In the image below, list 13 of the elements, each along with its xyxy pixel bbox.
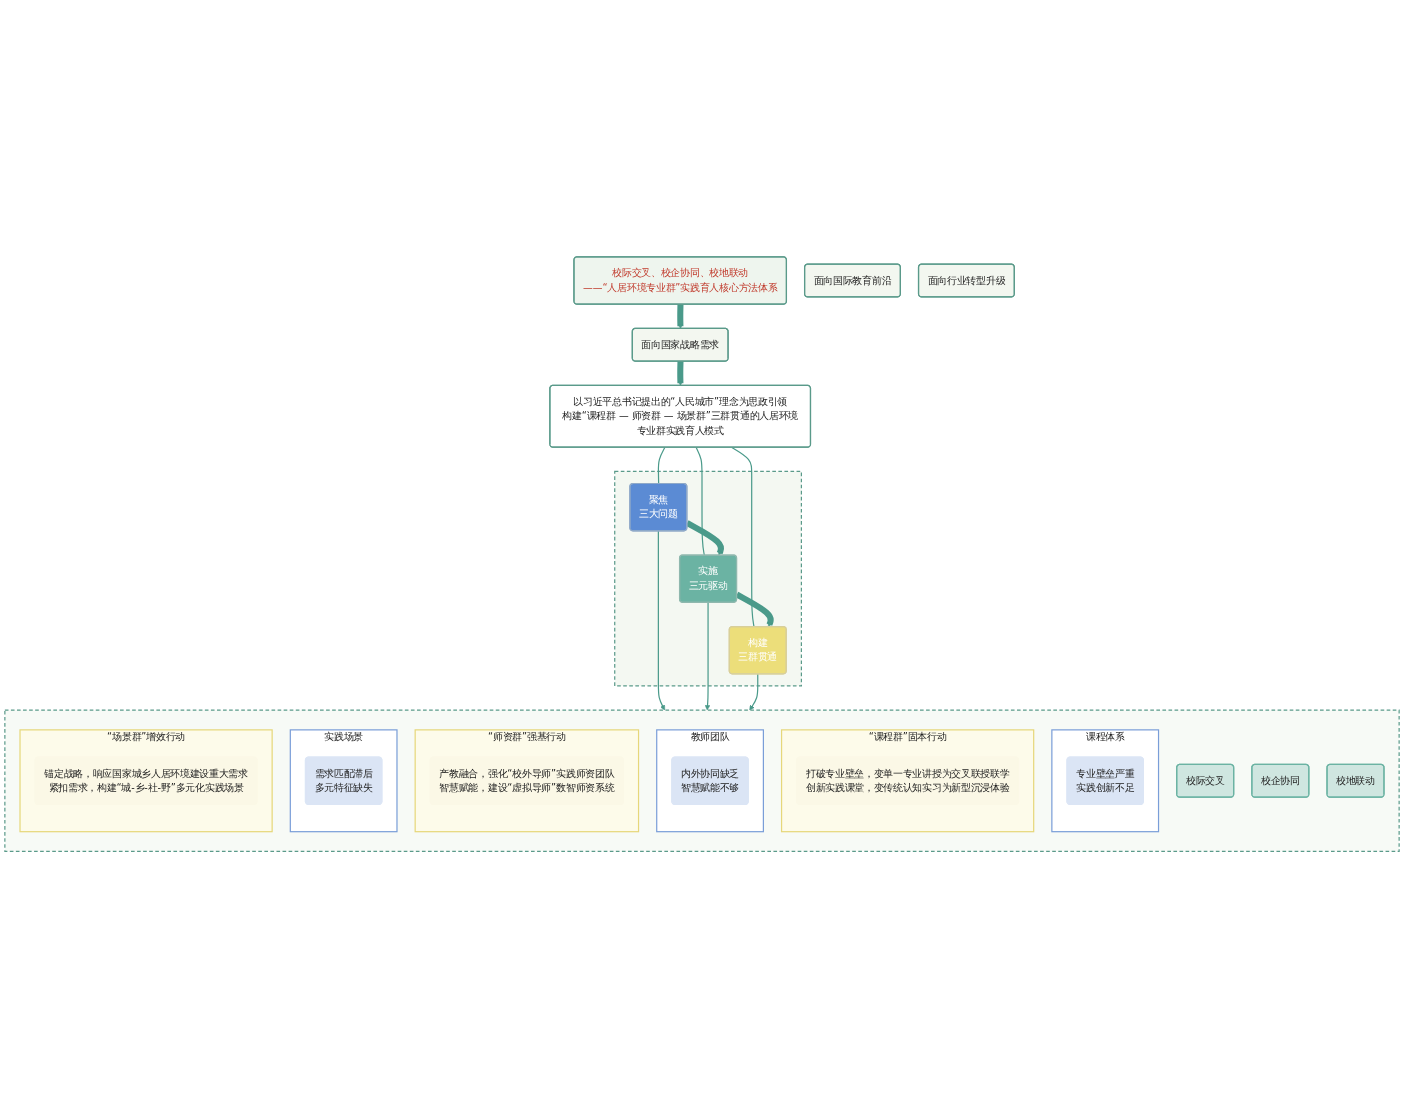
cluster — [4, 709, 1400, 852]
connector — [657, 446, 666, 485]
connector — [731, 446, 755, 628]
arrow — [749, 673, 759, 711]
arrow — [677, 303, 684, 329]
connector — [695, 446, 705, 556]
arrow — [704, 601, 711, 711]
cluster — [614, 470, 802, 687]
arrow — [677, 360, 684, 386]
node-text: 产教融合，强化“校外导师”实践师资团队 智慧赋能，建设“虚拟导师”数智师资系统 — [439, 767, 615, 794]
arrow — [657, 530, 665, 711]
node-text: 打破专业壁垒，变单一专业讲授为交叉联授联学 创新实践课堂，变传统认知实习为新型沉浸体验 — [805, 767, 1010, 794]
node-text: 锚定战略，响应国家城乡人居环境建设重大需求 紧扣需求，构建“城-乡-社-野”多元化实践场景 — [44, 767, 248, 794]
